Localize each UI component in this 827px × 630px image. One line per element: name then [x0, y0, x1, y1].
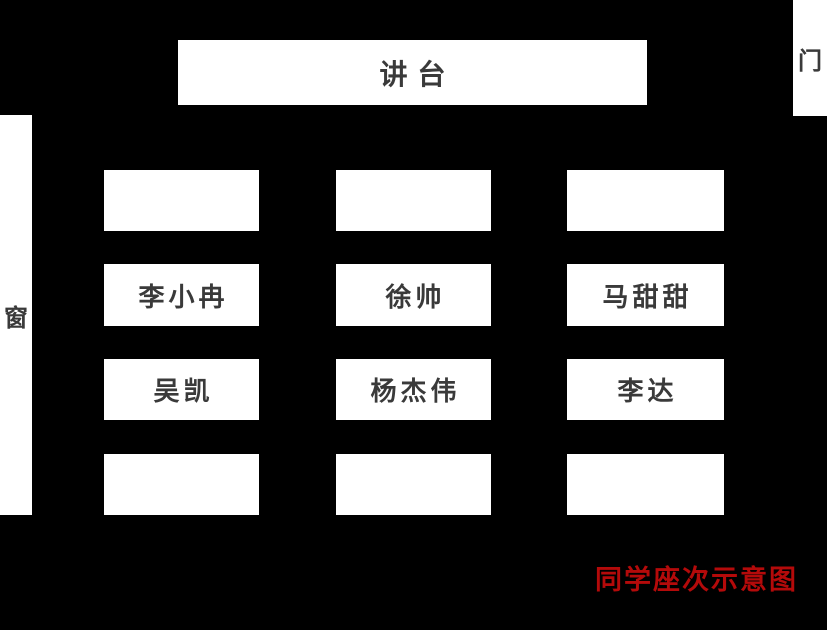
window-label: 窗 — [4, 304, 28, 332]
seat-r2-c2: 徐帅 — [336, 264, 491, 326]
seat-r1-c1 — [104, 170, 259, 231]
podium-label: 讲台 — [379, 58, 456, 90]
seat-r2-c3: 马甜甜 — [567, 264, 724, 326]
seat-r1-c3 — [567, 170, 724, 231]
seat-r1-c2 — [336, 170, 491, 231]
seat-r2-c1: 李小冉 — [104, 264, 259, 326]
podium-box: 讲台 — [178, 40, 647, 105]
seat-r3-c2: 杨杰伟 — [336, 359, 491, 420]
seat-r3-c3: 李达 — [567, 359, 724, 420]
window-box: 窗 — [0, 115, 32, 515]
seat-r4-c1 — [104, 454, 259, 515]
seat-r3-c1: 吴凯 — [104, 359, 259, 420]
seat-r4-c3 — [567, 454, 724, 515]
door-label: 门 — [798, 47, 822, 75]
diagram-title: 同学座次示意图 — [595, 565, 798, 595]
seat-r4-c2 — [336, 454, 491, 515]
door-box: 门 — [793, 0, 827, 116]
